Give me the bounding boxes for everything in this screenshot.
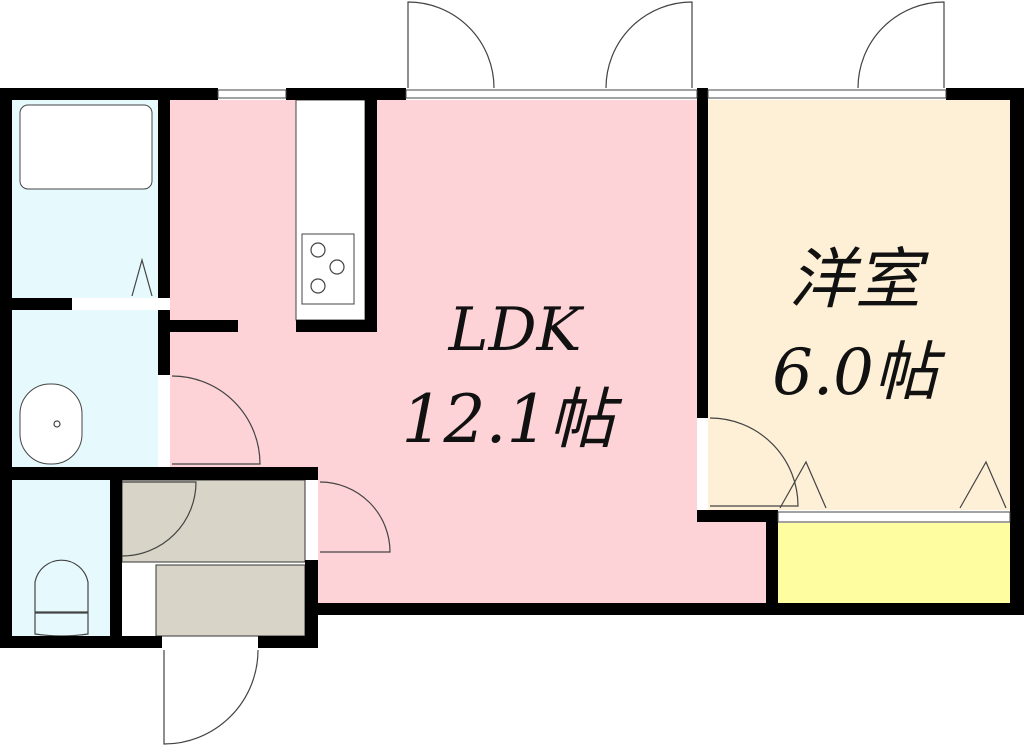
closet-floor: [778, 523, 1010, 603]
ldk-size-label: 12.1帖: [402, 381, 623, 458]
entrance-step-floor: [155, 564, 306, 637]
door-swings: [121, 1, 1007, 745]
sink-icon: [19, 383, 83, 465]
bathtub-icon: [19, 104, 153, 190]
ldk-label: LDK: [448, 295, 585, 365]
western-room-size-label: 6.0帖: [772, 336, 946, 410]
stove-icon: [301, 233, 355, 305]
walls: [0, 88, 1024, 648]
western-room-label: 洋室: [789, 241, 929, 318]
toilet-icon: [34, 559, 89, 637]
toilet-floor: [12, 480, 110, 636]
western-room-floor: [708, 100, 1010, 510]
entrance-floor: [121, 479, 306, 563]
